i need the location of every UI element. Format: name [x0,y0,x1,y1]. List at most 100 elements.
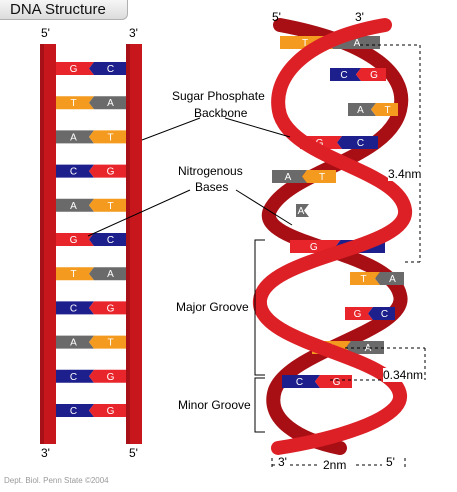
helix-bottom-right-end: 5' [386,455,395,469]
base-g [345,307,373,320]
base-t [302,170,336,183]
base-a [375,272,404,285]
base-letter: T [107,201,113,212]
base-letter: C [357,138,364,149]
base-letter: C [107,64,114,75]
base-letter: T [360,274,366,285]
base-c [56,164,94,178]
ladder-top-left-end: 5' [41,26,50,40]
base-letter: A [70,338,77,349]
base-letter: T [319,172,325,183]
base-c [89,62,126,75]
base-letter: T [70,98,76,109]
base-letter: A [70,201,77,212]
base-c [282,375,320,388]
backbone-label-line2: Backbone [194,106,248,120]
base-g [56,62,94,75]
base-letter: C [70,167,77,178]
base-letter: G [370,70,378,81]
base-letter: A [107,98,114,109]
base-t [56,96,94,110]
ladder-bottom-right-end: 5' [129,446,138,460]
base-letter: A [70,132,77,143]
base-letter: C [340,70,347,81]
base-letter: G [107,167,115,178]
base-a [272,170,307,183]
base-letter: A [357,105,364,116]
helix-pair: A [296,204,309,217]
base-letter: G [107,372,115,383]
base-letter: G [354,309,362,320]
base-a [56,130,94,144]
base-c [330,68,361,81]
base-t [371,103,398,116]
base-a [348,103,376,116]
helix-top-right-end: 3' [355,10,364,24]
base-c [56,404,94,417]
base-letter: G [316,138,324,149]
pitch-label: 3.4nm [388,167,422,181]
base-a [296,204,309,217]
base-g [89,404,126,417]
leader-lines [87,117,293,237]
minor-groove-label: Minor Groove [178,398,251,412]
base-letter: C [296,377,303,388]
base-letter: A [298,206,305,217]
base-t [89,335,126,349]
base-letter: A [389,274,396,285]
base-letter: A [365,343,372,354]
ladder-bottom-left-end: 3' [41,446,50,460]
base-c [337,136,378,149]
base-g [89,301,126,315]
backbone-label-line1: Sugar Phosphate [172,89,265,103]
base-g [89,164,126,178]
base-t [56,267,94,281]
base-g [89,369,126,383]
major-groove-label: Major Groove [176,300,249,314]
base-letter: A [354,38,361,49]
base-letter: C [107,235,114,246]
bases-label-line1: Nitrogenous [178,164,243,178]
base-c [56,369,94,383]
title-tab: DNA Structure [0,0,128,20]
base-letter: C [381,309,388,320]
helix-front-strand [253,18,412,455]
base-letter: C [70,406,77,417]
base-g [315,375,352,388]
base-letter: G [333,377,341,388]
base-g [56,233,94,246]
base-letter: A [285,172,292,183]
helix-top-left-end: 5' [272,10,281,24]
base-t [89,198,126,212]
base-letter: T [302,38,308,49]
base-c [368,307,395,320]
base-letter: G [310,242,318,253]
base-letter: T [107,132,113,143]
width-label: 2nm [323,458,347,472]
rise-label: 0.34nm [383,368,424,382]
base-t [89,130,126,144]
base-letter: C [70,372,77,383]
base-letter: G [70,235,78,246]
bases-label-line2: Bases [195,180,229,194]
credit-text: Dept. Biol. Penn State ©2004 [4,476,109,485]
base-a [56,335,94,349]
